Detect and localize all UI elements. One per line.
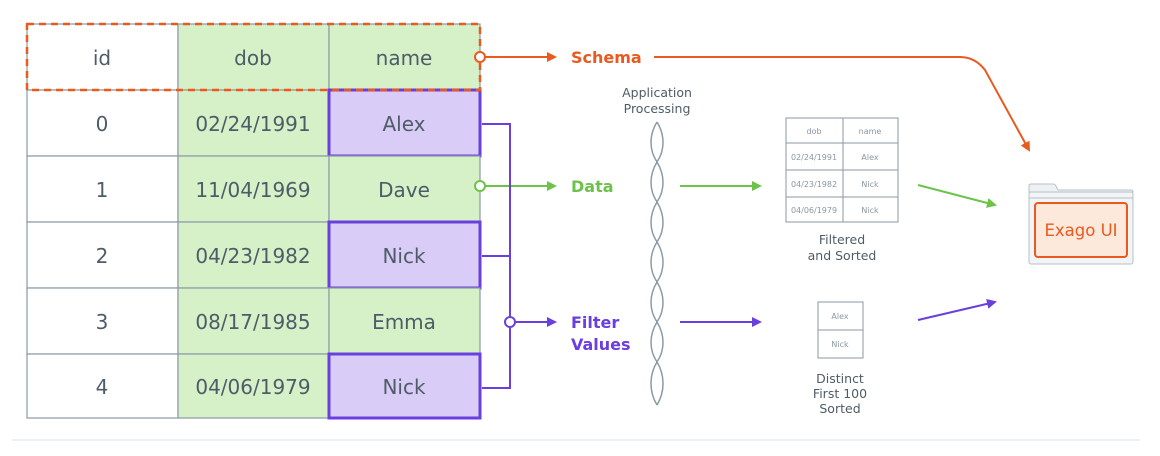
cell-id: [26, 287, 179, 355]
cell-name: [328, 287, 481, 355]
row-3-id: 3: [96, 310, 109, 334]
row-1-name: Dave: [378, 178, 430, 202]
mini-row-2-dob: 04/06/1979: [791, 206, 837, 215]
exago-ui-label: Exago UI: [1044, 221, 1117, 240]
cell-id: [26, 89, 179, 157]
mini-cell: [817, 301, 864, 331]
filter-label-line2: Values: [571, 335, 631, 354]
mini-row-1-name: Nick: [861, 180, 879, 189]
filter-connector-node: [504, 316, 516, 328]
data-label: Data: [571, 177, 614, 196]
row-0-dob: 02/24/1991: [195, 112, 310, 136]
cell-name-highlighted: [327, 352, 482, 420]
header-dob: dob: [234, 46, 272, 70]
cell-id: [26, 221, 179, 289]
filter-caption-line1: Distinct: [816, 371, 864, 386]
schema-connector-node: [474, 51, 486, 63]
mini-cell: [785, 142, 844, 171]
mini-row-2-name: Nick: [861, 206, 879, 215]
row-4-name: Nick: [382, 375, 426, 399]
row-3-name: Emma: [372, 310, 436, 334]
filtered-table: dob name 02/24/1991 Alex 04/23/1982 Nick…: [785, 117, 899, 263]
cell-name-highlighted: [327, 220, 482, 290]
processing-label-line1: Application: [622, 85, 692, 100]
row-4-id: 4: [96, 375, 109, 399]
header-cell-dob: [177, 23, 330, 91]
header-name: name: [376, 46, 433, 70]
header-cell-id: [26, 23, 179, 91]
filtered-caption-line1: Filtered: [819, 232, 865, 247]
data-to-ui-arrow: [917, 184, 997, 208]
row-2-id: 2: [96, 244, 109, 268]
filter-bracket: [482, 123, 511, 389]
row-0-id: 0: [96, 112, 109, 136]
processing-label-line2: Processing: [624, 101, 691, 116]
filter-to-ui-arrow: [917, 298, 997, 321]
header-id: id: [93, 46, 111, 70]
schema-label: Schema: [571, 48, 642, 67]
cell-dob: [177, 155, 330, 223]
filter-caption-line3: Sorted: [819, 401, 860, 416]
mini-row-1-dob: 04/23/1982: [791, 180, 837, 189]
filter-values-list: Alex Nick Distinct First 100 Sorted: [813, 301, 867, 416]
source-table: id dob name 0 02/24/1991 Alex 1 11/04/19…: [25, 22, 482, 420]
data-connector: Data: [474, 177, 997, 208]
processing-helix-icon: [650, 121, 664, 406]
row-0-name: Alex: [382, 112, 425, 136]
row-3-dob: 08/17/1985: [195, 310, 310, 334]
application-processing: Application Processing: [622, 85, 692, 406]
filter-connector: Filter Values: [482, 123, 997, 389]
mini-header-name: name: [859, 127, 882, 136]
processing-helix-icon: [650, 121, 664, 406]
row-2-name: Nick: [382, 244, 426, 268]
cell-name-highlighted: [327, 88, 482, 158]
exago-ui-window: Exago UI: [1028, 183, 1134, 265]
filter-caption-line2: First 100: [813, 386, 867, 401]
mini-header-dob: dob: [806, 127, 821, 136]
schema-connector: Schema: [474, 48, 1030, 152]
mini-cell: [842, 117, 899, 144]
filter-item-0: Alex: [831, 312, 848, 321]
row-2-dob: 04/23/1982: [195, 244, 310, 268]
filtered-caption-line2: and Sorted: [808, 248, 877, 263]
mini-cell: [785, 169, 844, 198]
schema-to-ui-arrow: [654, 56, 1030, 152]
cell-dob: [177, 287, 330, 355]
cell-dob: [177, 353, 330, 419]
filter-label-line1: Filter: [571, 313, 619, 332]
mini-cell: [842, 196, 899, 223]
mini-cell: [842, 169, 899, 198]
mini-cell: [817, 329, 864, 359]
cell-dob: [177, 89, 330, 157]
exago-ui-box: [1034, 202, 1128, 258]
mini-cell: [785, 196, 844, 223]
row-4-dob: 04/06/1979: [195, 375, 310, 399]
data-connector-node: [474, 180, 486, 192]
filter-item-1: Nick: [831, 340, 849, 349]
mini-row-0-dob: 02/24/1991: [791, 153, 837, 162]
row-1-dob: 11/04/1969: [195, 178, 310, 202]
folder-tab: [1028, 183, 1134, 193]
mini-row-0-name: Alex: [861, 153, 878, 162]
cell-id: [26, 353, 179, 419]
row-1-id: 1: [96, 178, 109, 202]
